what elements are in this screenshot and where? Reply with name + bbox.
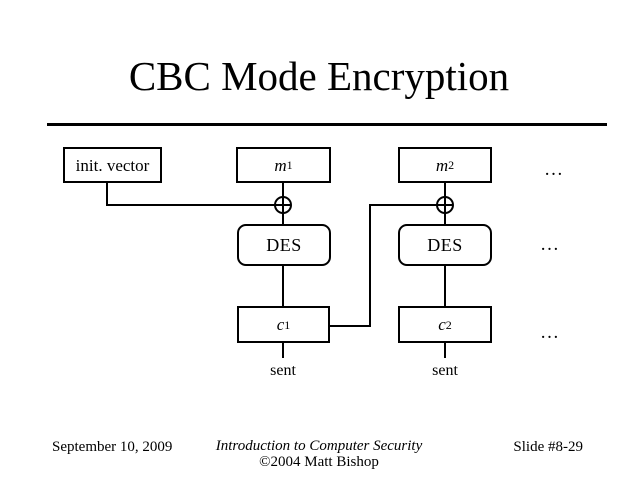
footer-date: September 10, 2009: [52, 439, 173, 455]
message-label: m: [435, 155, 449, 175]
sent-label-2: sent: [432, 362, 458, 379]
sent-label-1: sent: [270, 362, 296, 379]
ellipsis-messages: …: [544, 159, 563, 180]
ellipsis-ciphers: …: [540, 322, 559, 343]
des-label: DES: [427, 235, 463, 255]
xor-icon: [436, 196, 454, 214]
message-label: m: [274, 155, 287, 175]
slide-title: CBC Mode Encryption: [128, 53, 510, 99]
footer-center: Introduction to Computer Security ©2004 …: [0, 438, 638, 470]
ellipsis-des: …: [540, 234, 559, 255]
des-box-2: DES: [398, 224, 492, 266]
footer-copyright: ©2004 Matt Bishop: [259, 454, 379, 470]
cipher-label: c: [438, 315, 446, 334]
footer-course-title: Introduction to Computer Security: [215, 438, 423, 454]
des-box-1: DES: [237, 224, 331, 266]
init-vector-box: init. vector: [63, 147, 162, 183]
init-vector-label: init. vector: [75, 155, 150, 175]
xor-icon: [274, 196, 292, 214]
cipher-label: c: [276, 315, 285, 334]
title-underline: [47, 123, 607, 126]
init-vector-feed-line: [106, 182, 276, 206]
footer-slide-number: Slide #8-29: [513, 439, 583, 455]
des-label: DES: [266, 235, 302, 255]
cipher-feedback-line: [329, 204, 438, 327]
